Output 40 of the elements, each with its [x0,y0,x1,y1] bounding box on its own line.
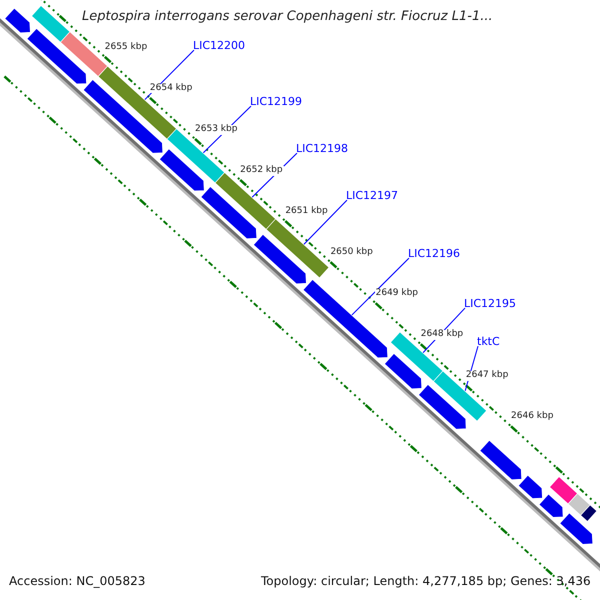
gene-bar [98,66,177,140]
scale-label: 2653 kbp [194,124,238,134]
accession-text: Accession: NC_005823 [9,575,146,588]
gene-feature [253,234,307,284]
genome-summary-text: Topology: circular; Length: 4,277,185 bp; Genes: 3,436 [261,575,591,588]
gene-label: LIC12196 [408,248,460,260]
gene-label: LIC12200 [193,40,246,52]
scale-label: 2646 kbp [510,412,554,422]
scale-label: 2654 kbp [148,84,194,94]
gene-bar [568,493,591,516]
scale-label: 2652 kbp [239,166,284,176]
scale-label: 2651 kbp [284,206,329,217]
gene-label: tktC [477,336,500,348]
scale-label: 2649 kbp [374,288,419,299]
gene-feature [538,494,564,518]
gene-label: LIC12195 [464,298,516,310]
scale-label: 2647 kbp [464,370,510,381]
gene-bar [580,504,598,522]
gene-feature [26,28,87,84]
scale-label: 2650 kbp [329,248,374,258]
scale-label: 2648 kbp [420,330,464,340]
gene-bar [214,172,276,230]
gene-feature [559,512,594,545]
gene-feature [418,384,466,430]
gene-label: LIC12197 [346,190,398,202]
leader-line [303,200,348,246]
gene-feature [4,8,31,34]
gene-bar [31,5,70,43]
gene-label: LIC12198 [296,143,348,156]
gene-feature [479,440,522,480]
gene-feature [384,353,422,390]
gene-bar [549,476,578,504]
gene-bar [266,218,330,278]
gene-feature [518,474,543,499]
gene-bar [432,370,487,422]
scale-label: 2655 kbp [104,42,148,52]
gene-label: LIC12199 [250,96,302,108]
gene-feature [200,186,258,239]
gene-feature [159,148,205,192]
leader-line [351,258,410,316]
